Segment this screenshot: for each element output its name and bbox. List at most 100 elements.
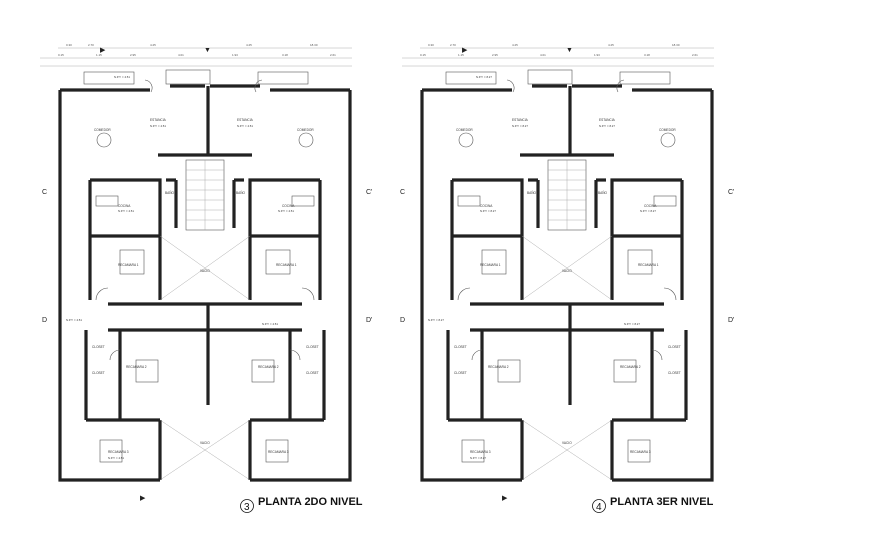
room-label: RECAMARA 1 (480, 263, 501, 267)
level-tag: N.P.T. = 4.51 (114, 75, 130, 79)
level-tag: N.P.T. = 8.27 (640, 209, 656, 213)
plan-planta-2do-nivel: 0.30 2.70 4.25 4.25 18.30 0.15 1.15 2.95… (40, 43, 372, 513)
plan-title: PLANTA 3ER NIVEL (610, 496, 714, 508)
section-marker: ▼ (566, 47, 573, 54)
room-label: ESTANCIA (599, 118, 616, 122)
level-tag: N.P.T. = 8.27 (624, 322, 640, 326)
room-label: BAÑO (165, 190, 175, 195)
room-label: RECAMARA 1 (276, 263, 297, 267)
dim-label: 4.01 (540, 53, 546, 57)
balcony (527, 69, 573, 85)
axis-label: D' (728, 317, 734, 324)
plan-number-circle (240, 499, 254, 513)
axis-label: C' (728, 189, 734, 196)
top-dimension-lines: 0.30 2.70 4.25 4.25 18.30 0.15 1.15 2.95… (402, 43, 714, 67)
exterior-walls (420, 84, 714, 482)
plan-number: 3 (244, 502, 250, 513)
room-label: COMEDOR (94, 128, 111, 132)
stairs (547, 159, 587, 231)
dim-label: 18.30 (310, 43, 318, 47)
room-label: BAÑO (527, 190, 537, 195)
room-label: BAÑO (598, 190, 608, 195)
room-label: COCINA (480, 204, 493, 208)
door-swings (95, 79, 315, 361)
door-swings (457, 79, 677, 361)
dim-label: 18.30 (672, 43, 680, 47)
room-label: CLOSET (92, 371, 105, 375)
room-label: ESTANCIA (150, 118, 167, 122)
level-tag: N.P.T. = 4.51 (262, 322, 278, 326)
plan-planta-3er-nivel: 0.30 2.70 4.25 4.25 18.30 0.15 1.15 2.95… (400, 43, 734, 513)
plan-title-block: 4 PLANTA 3ER NIVEL (592, 496, 714, 513)
void-diagonals (159, 235, 251, 481)
room-label: RECAMARA 3 (108, 450, 129, 454)
interior-walls (446, 153, 688, 422)
axis-label: C' (366, 189, 372, 196)
level-tag: N.P.T. = 8.27 (470, 456, 486, 460)
room-label: VACIO (562, 441, 572, 445)
dim-label: 2.70 (450, 43, 456, 47)
room-label: COCINA (118, 204, 131, 208)
axis-label: D (42, 317, 47, 324)
axis-label: C (400, 189, 405, 196)
dim-label: 4.25 (608, 43, 614, 47)
plan-title: PLANTA 2DO NIVEL (258, 496, 363, 508)
section-marker: ▶ (462, 47, 468, 54)
dim-label: 4.25 (246, 43, 252, 47)
dim-label: 2.61 (330, 53, 336, 57)
axis-label: C (42, 189, 47, 196)
level-tag: N.P.T. = 4.51 (108, 456, 124, 460)
level-tag: N.P.T. = 4.51 (150, 124, 166, 128)
room-label: ESTANCIA (512, 118, 529, 122)
dim-label: 3.18 (644, 53, 650, 57)
room-label: RECAMARA 1 (118, 263, 139, 267)
section-marker: ▶ (502, 495, 508, 502)
room-label: COMEDOR (297, 128, 314, 132)
room-label: CLOSET (668, 371, 681, 375)
furniture (457, 132, 677, 463)
room-label: RECAMARA 3 (630, 450, 651, 454)
room-label: VACIO (562, 269, 572, 273)
room-label: CLOSET (92, 345, 105, 349)
interior-walls (84, 153, 326, 422)
room-label: COCINA (282, 204, 295, 208)
dim-label: 0.30 (66, 43, 72, 47)
room-label: RECAMARA 2 (258, 365, 279, 369)
dim-label: 1.15 (96, 53, 102, 57)
balcony (83, 71, 135, 85)
plan-title-block: 3 PLANTA 2DO NIVEL (240, 496, 363, 513)
level-tag: N.P.T. = 8.27 (428, 318, 444, 322)
void-diagonals (521, 235, 613, 481)
room-label: CLOSET (454, 345, 467, 349)
room-label: BAÑO (236, 190, 246, 195)
plan-number: 4 (596, 502, 602, 513)
room-label: RECAMARA 2 (620, 365, 641, 369)
furniture (95, 132, 315, 463)
dim-label: 0.15 (420, 53, 426, 57)
dim-label: 4.25 (150, 43, 156, 47)
room-label: CLOSET (306, 345, 319, 349)
room-label: VACIO (200, 269, 210, 273)
room-label: CLOSET (454, 371, 467, 375)
balcony (619, 71, 671, 85)
room-label: COCINA (644, 204, 657, 208)
axis-label: D (400, 317, 405, 324)
section-marker: ▶ (100, 47, 106, 54)
balcony (257, 71, 309, 85)
exterior-walls (58, 84, 352, 482)
balcony (445, 71, 497, 85)
room-label: RECAMARA 1 (638, 263, 659, 267)
level-tag: N.P.T. = 4.51 (237, 124, 253, 128)
section-marker: ▼ (204, 47, 211, 54)
room-label: VACIO (200, 441, 210, 445)
room-label: RECAMARA 2 (126, 365, 147, 369)
room-label: ESTANCIA (237, 118, 254, 122)
level-tag: N.P.T. = 4.51 (278, 209, 294, 213)
room-label: CLOSET (668, 345, 681, 349)
dim-label: 3.18 (282, 53, 288, 57)
room-label: RECAMARA 3 (470, 450, 491, 454)
dim-label: 2.61 (692, 53, 698, 57)
room-label: COMEDOR (659, 128, 676, 132)
dim-label: 1.15 (458, 53, 464, 57)
dim-label: 1.93 (232, 53, 238, 57)
